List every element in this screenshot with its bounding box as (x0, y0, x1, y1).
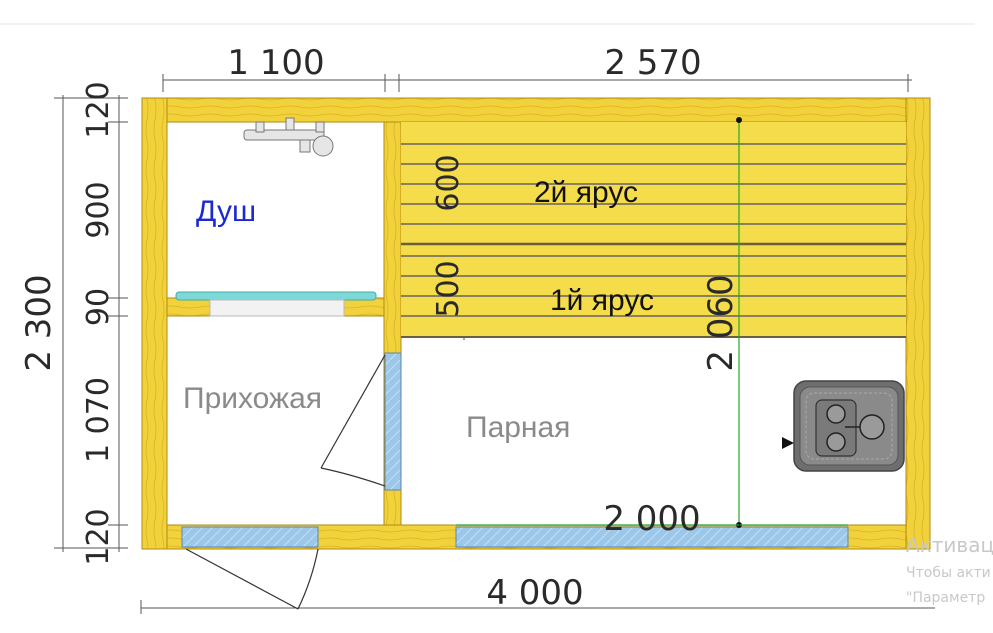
tier-label-upper: 2й ярус (534, 176, 638, 209)
activation-watermark-line2: "Параметр (906, 590, 986, 606)
dim-left-shower: 900 (81, 181, 116, 238)
benches (401, 122, 906, 338)
dim-left-wall-bottom: 120 (81, 508, 116, 565)
door-swing-entrance (185, 548, 319, 610)
activation-watermark-title: Активац (906, 533, 993, 557)
sauna-stove-icon (782, 380, 905, 472)
door-swing-hallway (320, 354, 386, 487)
dim-left-wall-top: 120 (81, 81, 116, 138)
dim-tier-lower: 500 (431, 260, 466, 317)
shower-mixer-icon (243, 117, 334, 157)
dim-left-hallway: 1 070 (81, 377, 116, 463)
dim-overall-length: 4 000 (486, 573, 583, 613)
dim-top-steam: 2 570 (604, 43, 701, 83)
tier-label-lower: 1й ярус (550, 284, 654, 317)
windows (181, 352, 849, 548)
dim-top-shower: 1 100 (227, 43, 324, 83)
room-label-hallway: Прихожая (183, 382, 322, 415)
room-label-steam: Парная (466, 411, 570, 444)
shower-tray (175, 291, 377, 317)
measure-lines (456, 117, 848, 528)
dim-steam-depth: 2 060 (701, 274, 741, 371)
room-label-shower: Душ (196, 195, 256, 228)
dim-tier-upper: 600 (431, 154, 466, 211)
dim-steam-length: 2 000 (603, 499, 700, 539)
dim-overall-width: 2 300 (19, 274, 59, 371)
activation-watermark-line1: Чтобы акти (906, 565, 991, 581)
dim-left-partition: 90 (81, 288, 116, 326)
